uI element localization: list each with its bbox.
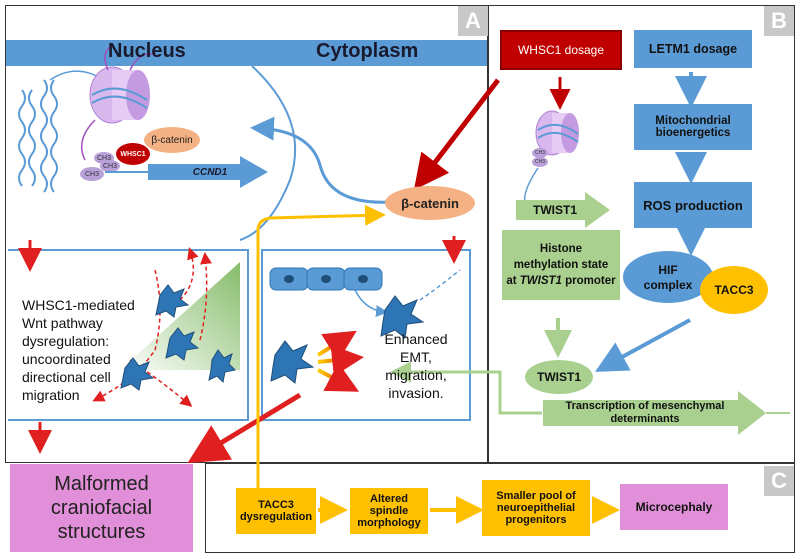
histone-box: Histone methylation state at TWIST1 prom… xyxy=(502,230,620,300)
smaller-pool-box: Smaller pool of neuroepithelial progenit… xyxy=(482,480,590,536)
ros-box: ROS production xyxy=(634,182,752,228)
panel-c-letter: C xyxy=(764,466,794,496)
ccnd1-arrow xyxy=(148,156,268,188)
panel-a-frame xyxy=(5,5,488,463)
hif-label: HIF complex xyxy=(643,263,693,292)
letm1-dosage-box: LETM1 dosage xyxy=(634,30,752,68)
nucleosome-b-icon xyxy=(535,110,579,156)
nucleus-label: Nucleus xyxy=(108,40,186,62)
ch3-b-label-b: CH3 xyxy=(534,159,545,165)
panel-b-letter: B xyxy=(764,6,794,36)
whsc1-small-oval xyxy=(116,143,150,165)
beta-catenin-small-label: β-catenin xyxy=(151,134,193,146)
histone-text: Histone methylation state at TWIST1 prom… xyxy=(506,243,616,287)
beta-catenin-oval: β-catenin xyxy=(385,186,475,220)
ch3-oval-c xyxy=(80,167,104,181)
ch3-oval-b xyxy=(100,160,120,172)
right-inner-frame xyxy=(261,249,471,421)
mito-box: Mitochondrial bioenergetics xyxy=(634,104,752,150)
ch3-label-c: CH3 xyxy=(84,170,99,178)
ccnd1-label: CCND1 xyxy=(192,166,228,178)
ch3-label-b: CH3 xyxy=(102,162,117,170)
hif-oval xyxy=(623,251,713,303)
ch3-b-oval-a xyxy=(532,148,548,158)
whsc1-small-label: WHSC1 xyxy=(120,150,146,158)
chromatin-icon xyxy=(18,70,111,193)
nuclear-membrane xyxy=(239,65,297,241)
left-box-text: WHSC1-mediated Wnt pathway dysregulation… xyxy=(22,297,135,403)
cytoplasm-label: Cytoplasm xyxy=(316,40,419,62)
tacc3-label: TACC3 xyxy=(714,283,754,297)
ch3-b-oval-b xyxy=(532,157,548,167)
twist1-arrow-shape xyxy=(516,192,610,228)
panel-a-letter: A xyxy=(458,6,488,36)
panel-c-frame xyxy=(205,463,795,553)
right-box-text: Enhanced EMT, migration, invasion. xyxy=(384,331,448,401)
ch3-b-label-a: CH3 xyxy=(534,150,545,156)
twist1-arrow-label: TWIST1 xyxy=(533,203,577,217)
nucleosome-icon xyxy=(80,44,156,161)
beta-catenin-small-oval xyxy=(144,127,200,153)
malformed-box: Malformed craniofacial structures xyxy=(10,464,193,552)
transcription-label: Transcription of mesenchymal determinant… xyxy=(565,400,725,425)
whsc1-dosage-box: WHSC1 dosage xyxy=(500,30,622,70)
altered-spindle-box: Altered spindle morphology xyxy=(350,488,428,534)
left-inner-frame xyxy=(8,249,249,421)
tacc3-dysregulation-box: TACC3 dysregulation xyxy=(236,488,316,534)
tacc3-oval xyxy=(700,266,768,314)
nucleus-cytoplasm-band xyxy=(6,40,487,66)
twist1-oval xyxy=(525,360,593,394)
transcription-arrow-shape xyxy=(543,391,766,435)
ch3-label-a: CH3 xyxy=(96,154,111,162)
microcephaly-box: Microcephaly xyxy=(620,484,728,530)
twist1-oval-label: TWIST1 xyxy=(537,370,581,384)
panel-b-frame xyxy=(488,5,795,463)
